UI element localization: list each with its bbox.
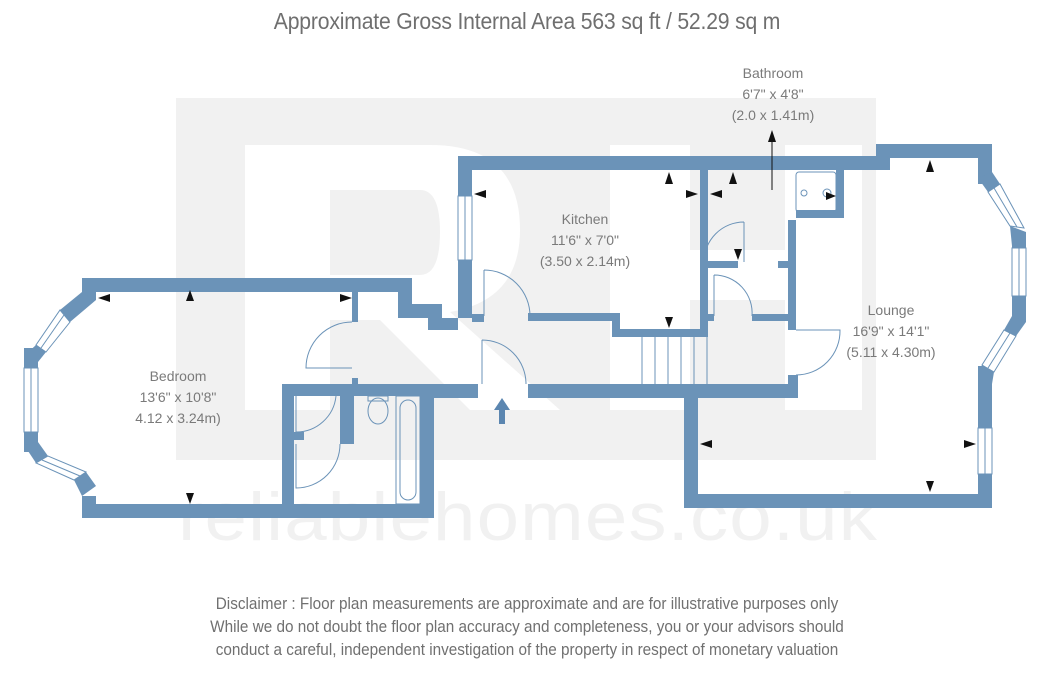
disclaimer-line: conduct a careful, independent investiga… [215,640,839,659]
room-metric: 4.12 x 3.24m) [135,410,221,426]
room-name: Bathroom [743,65,804,81]
arrow-icons [494,130,776,424]
entrance-arrow-icon [494,398,510,424]
disclaimer: Disclaimer : Floor plan measurements are… [0,592,1054,661]
bathroom-fixtures [367,171,837,505]
toilet-icon [367,397,389,425]
disclaimer-line: Disclaimer : Floor plan measurements are… [215,594,839,613]
room-imperial: 6'7" x 4'8" [742,86,803,102]
room-bathroom: Bathroom 6'7" x 4'8" (2.0 x 1.41m) [732,65,814,123]
dimension-markers [98,160,976,504]
room-lounge: Lounge 16'9" x 14'1" (5.11 x 4.30m) [846,302,935,360]
walls [24,144,1026,518]
bathtub-icon [395,395,421,505]
room-metric: (2.0 x 1.41m) [732,107,814,123]
room-name: Kitchen [562,211,609,227]
gross-internal-area-title: Approximate Gross Internal Area 563 sq f… [273,8,781,34]
room-metric: (5.11 x 4.30m) [846,344,935,360]
room-kitchen: Kitchen 11'6" x 7'0" (3.50 x 2.14m) [540,211,630,269]
room-imperial: 16'9" x 14'1" [853,323,930,339]
room-bedroom: Bedroom 13'6" x 10'8" 4.12 x 3.24m) [135,368,221,426]
doors [295,221,841,489]
room-metric: (3.50 x 2.14m) [540,253,630,269]
basin-icon [795,171,837,213]
room-name: Bedroom [150,368,207,384]
stairs [641,337,708,384]
room-imperial: 13'6" x 10'8" [140,389,217,405]
windows [23,183,1027,481]
room-name: Lounge [868,302,915,318]
disclaimer-line: While we do not doubt the floor plan acc… [210,617,844,636]
bath-inner [399,399,417,501]
room-imperial: 11'6" x 7'0" [551,232,619,248]
